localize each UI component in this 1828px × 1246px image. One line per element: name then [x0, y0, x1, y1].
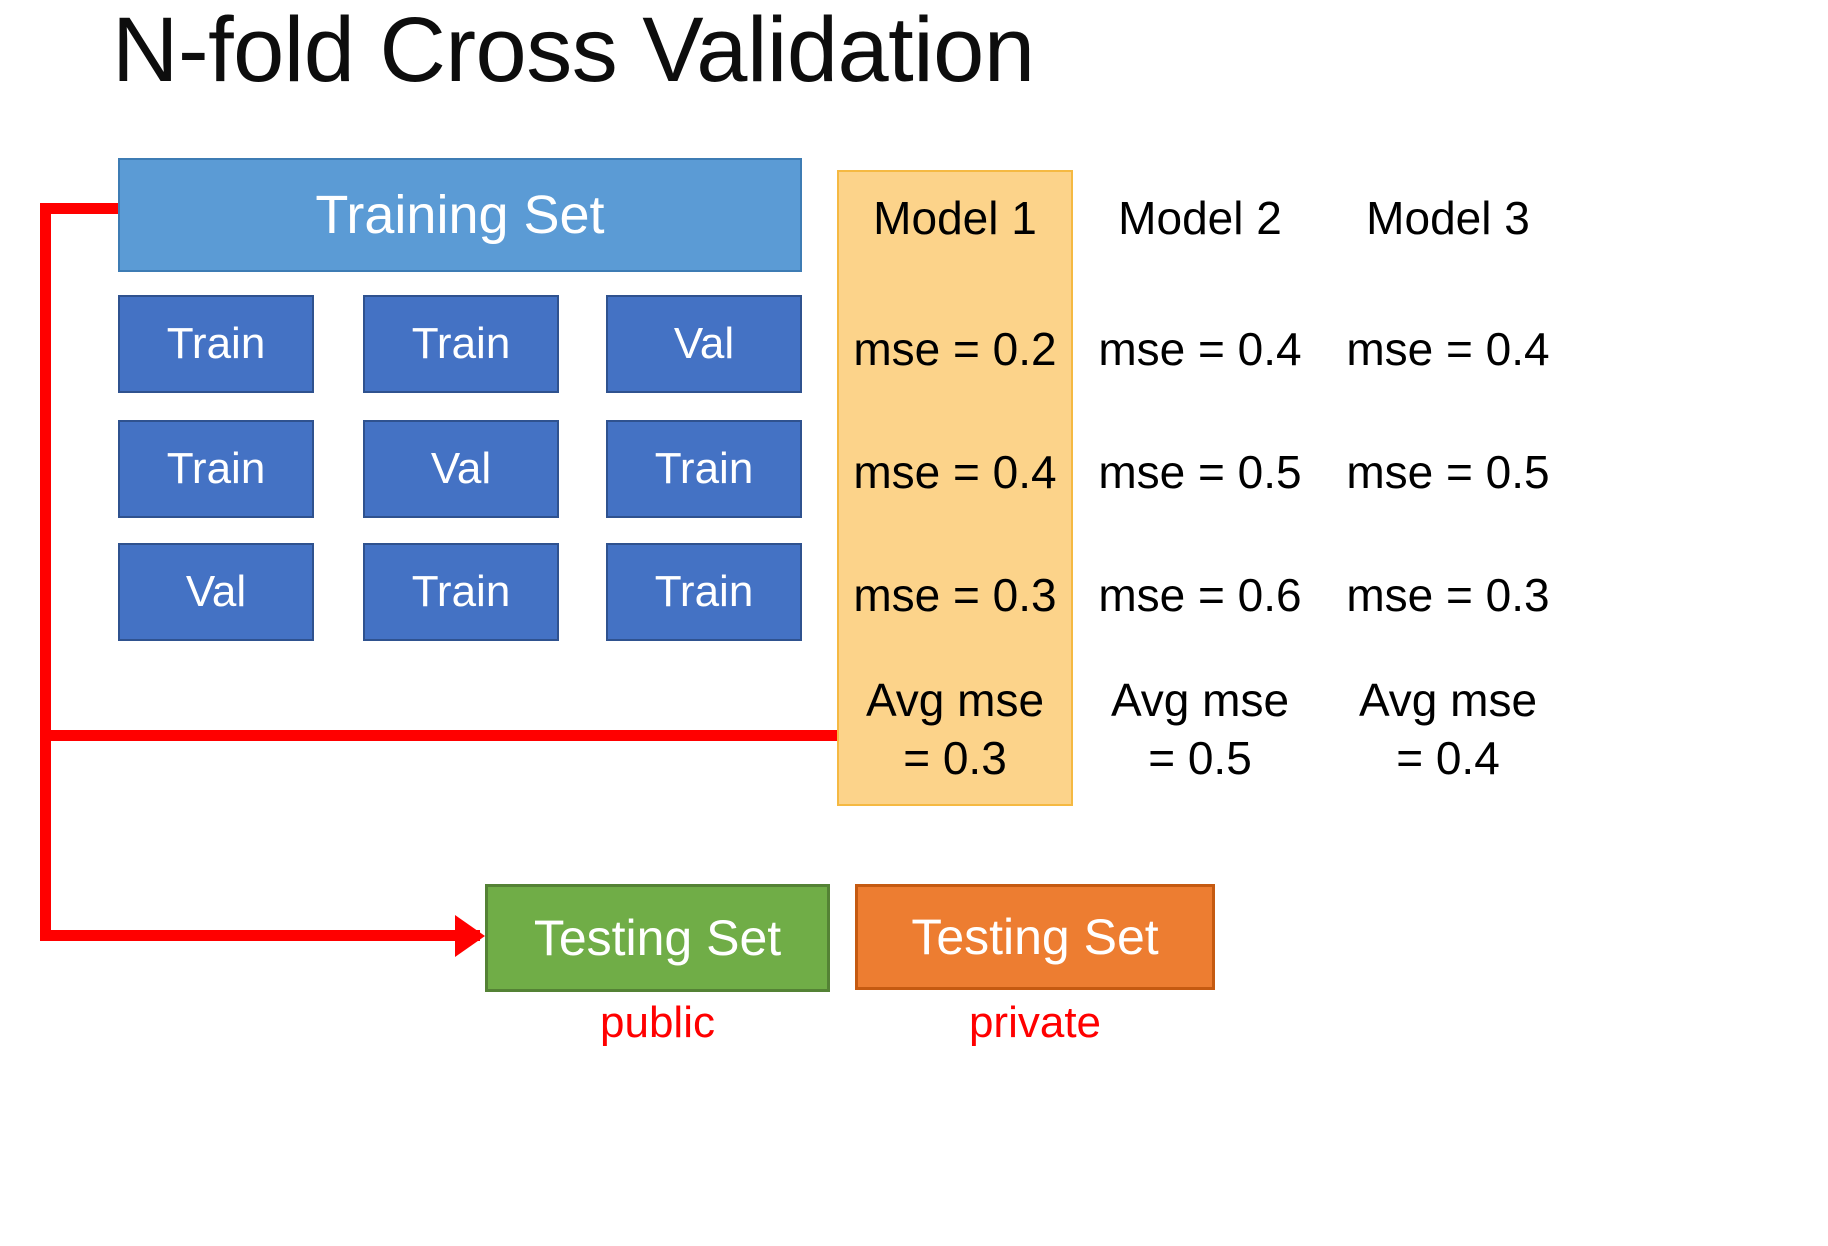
fold-label: Val — [673, 319, 735, 368]
testing-set-public-caption: public — [485, 998, 830, 1048]
mse-text: mse = 0.6 — [1098, 569, 1302, 621]
model-3-avg-mse: Avg mse = 0.4 — [1327, 672, 1569, 787]
avg-mse-value: = 0.5 — [1148, 731, 1252, 784]
avg-mse-label: Avg mse — [1110, 674, 1290, 726]
model-3-name: Model 3 — [1327, 192, 1569, 245]
connector-arrowhead-icon — [455, 915, 485, 957]
avg-mse-value: = 0.4 — [1396, 731, 1500, 784]
fold-cell-r2c1[interactable]: Train — [118, 420, 314, 518]
model-1-highlight-column — [837, 170, 1073, 806]
fold-cell-r1c2[interactable]: Train — [363, 295, 559, 393]
fold-cell-r2c3[interactable]: Train — [606, 420, 802, 518]
fold-label: Val — [430, 444, 492, 493]
fold-label: Train — [411, 567, 511, 616]
mse-text: mse = 0.3 — [1346, 569, 1550, 621]
fold-cell-r3c3[interactable]: Train — [606, 543, 802, 641]
fold-cell-r3c1[interactable]: Val — [118, 543, 314, 641]
connector-horizontal-top — [40, 203, 128, 214]
mse-text: mse = 0.3 — [853, 569, 1057, 621]
avg-mse-value: = 0.3 — [903, 731, 1007, 784]
mse-text: mse = 0.2 — [853, 323, 1057, 375]
caption-text: private — [968, 998, 1102, 1047]
fold-cell-r2c2[interactable]: Val — [363, 420, 559, 518]
page-title: N-fold Cross Validation — [112, 0, 1035, 101]
fold-cell-r1c1[interactable]: Train — [118, 295, 314, 393]
model-3-mse-row3: mse = 0.3 — [1327, 569, 1569, 622]
connector-horizontal-middle — [40, 730, 840, 741]
model-name-text: Model 1 — [873, 192, 1037, 244]
testing-set-private-label: Testing Set — [911, 909, 1159, 965]
testing-set-public-label: Testing Set — [533, 910, 782, 966]
fold-cell-r1c3[interactable]: Val — [606, 295, 802, 393]
model-name-text: Model 2 — [1118, 192, 1282, 244]
caption-text: public — [600, 998, 715, 1047]
model-2-mse-row1: mse = 0.4 — [1079, 323, 1321, 376]
fold-label: Train — [654, 567, 754, 616]
mse-text: mse = 0.4 — [853, 446, 1057, 498]
fold-label: Val — [185, 567, 247, 616]
training-set-box[interactable]: Training Set — [118, 158, 802, 272]
model-1-avg-mse: Avg mse = 0.3 — [837, 672, 1073, 787]
training-set-label: Training Set — [315, 185, 605, 245]
testing-set-private-caption: private — [855, 998, 1215, 1048]
connector-horizontal-bottom — [40, 930, 480, 941]
connector-vertical-spine — [40, 203, 51, 941]
model-2-avg-mse: Avg mse = 0.5 — [1079, 672, 1321, 787]
model-2-mse-row2: mse = 0.5 — [1079, 446, 1321, 499]
model-3-mse-row2: mse = 0.5 — [1327, 446, 1569, 499]
model-1-mse-row2: mse = 0.4 — [837, 446, 1073, 499]
model-2-mse-row3: mse = 0.6 — [1079, 569, 1321, 622]
model-2-name: Model 2 — [1079, 192, 1321, 245]
fold-cell-r3c2[interactable]: Train — [363, 543, 559, 641]
fold-label: Train — [411, 319, 511, 368]
avg-mse-label: Avg mse — [1358, 674, 1538, 726]
fold-label: Train — [166, 319, 266, 368]
fold-label: Train — [654, 444, 754, 493]
avg-mse-label: Avg mse — [865, 674, 1045, 726]
mse-text: mse = 0.4 — [1098, 323, 1302, 375]
model-name-text: Model 3 — [1366, 192, 1530, 244]
mse-text: mse = 0.4 — [1346, 323, 1550, 375]
mse-text: mse = 0.5 — [1346, 446, 1550, 498]
mse-text: mse = 0.5 — [1098, 446, 1302, 498]
testing-set-private-box[interactable]: Testing Set — [855, 884, 1215, 990]
model-1-mse-row1: mse = 0.2 — [837, 323, 1073, 376]
fold-label: Train — [166, 444, 266, 493]
testing-set-public-box[interactable]: Testing Set — [485, 884, 830, 992]
model-1-mse-row3: mse = 0.3 — [837, 569, 1073, 622]
model-3-mse-row1: mse = 0.4 — [1327, 323, 1569, 376]
model-1-name: Model 1 — [837, 192, 1073, 245]
